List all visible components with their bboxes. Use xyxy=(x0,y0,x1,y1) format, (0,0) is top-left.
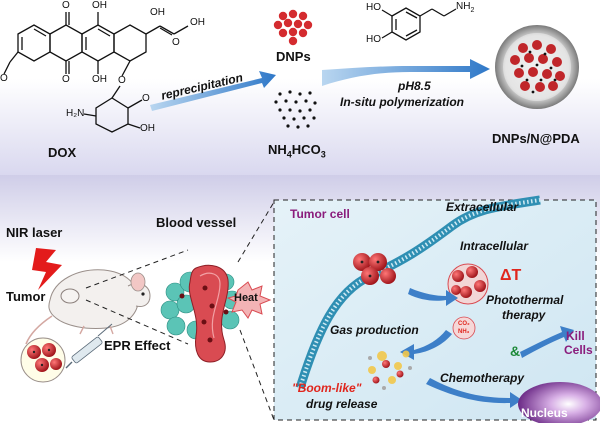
dox-atom-oh-right: OH xyxy=(150,7,165,18)
tumor-magnifier xyxy=(20,337,66,383)
dox-atom-o-mid: O xyxy=(118,75,126,86)
kill-label: Kill xyxy=(566,329,585,343)
gas-production-label: Gas production xyxy=(330,323,419,337)
dox-atom-oh-top: OH xyxy=(92,0,107,11)
nucleus-shape xyxy=(518,382,600,423)
dopamine-ho-bottom: HO xyxy=(366,34,381,45)
cell-membrane xyxy=(295,195,541,390)
heat-burst-icon xyxy=(226,281,272,319)
lightning-icon xyxy=(32,248,62,290)
ph-label: pH8.5 xyxy=(398,79,431,93)
insitu-label: In-situ polymerization xyxy=(340,95,465,109)
product-label: DNPs/N@PDA xyxy=(492,131,580,146)
delta-t-label: ΔT xyxy=(500,267,522,284)
uptake-arrow xyxy=(408,288,458,306)
extracellular-particles xyxy=(353,253,396,285)
dox-atom-o-bottom: O xyxy=(62,74,70,85)
dnps-label: DNPs xyxy=(276,49,311,64)
epr-effect-label: EPR Effect xyxy=(104,338,171,353)
dox-atom-o-ring: O xyxy=(142,93,150,104)
ampersand-label: & xyxy=(510,343,521,359)
dox-atom-o-top: O xyxy=(62,0,70,11)
blood-vessel-label: Blood vessel xyxy=(156,215,237,230)
dox-atom-oh-sugar: OH xyxy=(140,123,155,134)
co2-label: CO₂ xyxy=(458,321,470,327)
nh3-label: NH₃ xyxy=(458,329,470,335)
cells-label: Cells xyxy=(564,343,593,357)
zoom-dashed-lines xyxy=(85,201,275,421)
dopamine-nh2: NH2 xyxy=(456,1,475,15)
chemo-arrow xyxy=(426,378,522,408)
extracellular-label: Extracellular xyxy=(446,200,519,214)
boom-particles xyxy=(368,350,412,390)
gas-badge xyxy=(452,316,476,340)
photothermal-label: Photothermal xyxy=(486,293,564,307)
intracellular-particle xyxy=(447,263,489,305)
nh4hco3-dots xyxy=(274,90,317,129)
tumor-cell-label: Tumor cell xyxy=(290,207,350,221)
kill-arrow xyxy=(520,326,574,358)
nir-laser-label: NIR laser xyxy=(6,225,63,240)
mouse-illustration xyxy=(25,269,151,345)
dnps-npda-particle xyxy=(495,25,579,109)
nh4hco3-label: NH4HCO3 xyxy=(268,142,326,160)
chemotherapy-label: Chemotherapy xyxy=(440,371,525,385)
syringe-icon xyxy=(65,323,113,369)
heat-label: Heat xyxy=(234,292,258,304)
tumor-label: Tumor xyxy=(6,289,46,304)
dox-atom-oh-far: OH xyxy=(190,17,205,28)
dnps-cluster xyxy=(273,9,313,46)
dopamine-structure xyxy=(381,7,457,41)
reprecipitation-arrow xyxy=(150,71,276,111)
dox-label: DOX xyxy=(48,145,77,160)
blood-vessel xyxy=(160,264,242,363)
dox-structure xyxy=(3,12,189,133)
boom-like-label: "Boom-like" xyxy=(292,381,362,395)
dopamine-ho-top: HO xyxy=(366,2,381,13)
nucleus-label: Nucleus xyxy=(521,406,568,420)
dox-atom-o-ketone: O xyxy=(172,37,180,48)
drug-release-label: drug release xyxy=(306,397,378,411)
polymerization-arrow xyxy=(322,59,490,86)
gas-arrow xyxy=(400,330,452,360)
dox-atom-ome: O xyxy=(0,73,8,84)
dox-atom-h2n: H₂N xyxy=(66,108,85,119)
top-panel-background xyxy=(0,0,600,175)
dox-atom-oh-bottom: OH xyxy=(92,74,107,85)
therapy-label: therapy xyxy=(502,308,546,322)
intracellular-label: Intracellular xyxy=(460,239,529,253)
